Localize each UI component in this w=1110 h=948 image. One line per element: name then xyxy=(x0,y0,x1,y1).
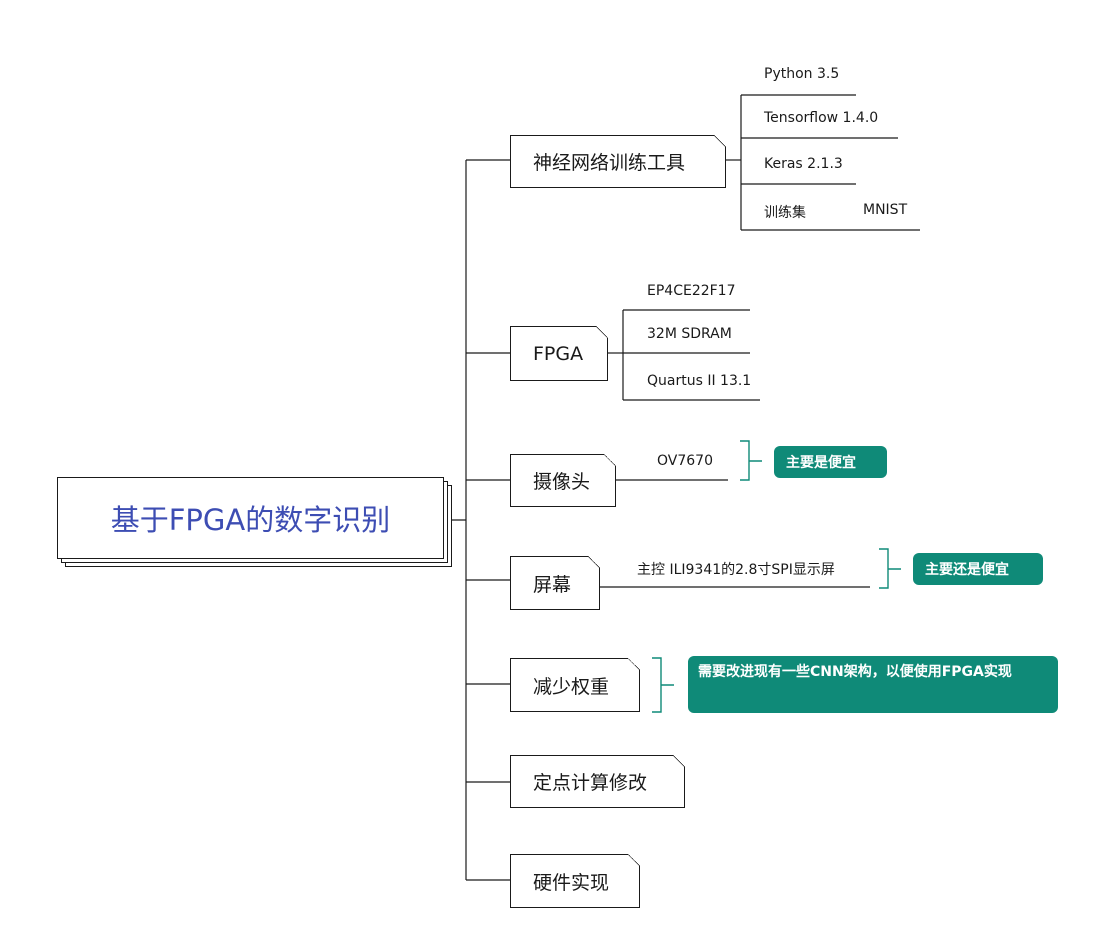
note-screen-text: 主要还是便宜 xyxy=(925,562,1009,578)
branch-node-label: 减少权重 xyxy=(533,675,610,698)
branch-node-fpga[interactable]: FPGA xyxy=(510,326,608,381)
leaf-sdram[interactable]: 32M SDRAM xyxy=(647,326,732,342)
note-camera-text: 主要是便宜 xyxy=(786,455,856,471)
branch-node-screen[interactable]: 屏幕 xyxy=(510,556,600,610)
branch-node-label: 硬件实现 xyxy=(533,871,610,894)
leaf-training-set[interactable]: 训练集 xyxy=(764,205,806,221)
leaf-keras[interactable]: Keras 2.1.3 xyxy=(764,156,843,172)
leaf-ov7670[interactable]: OV7670 xyxy=(657,453,713,469)
branch-node-hardware[interactable]: 硬件实现 xyxy=(510,854,640,908)
leaf-tensorflow[interactable]: Tensorflow 1.4.0 xyxy=(764,110,879,126)
root-node[interactable]: 基于FPGA的数字识别 xyxy=(57,477,444,559)
branch-node-label: FPGA xyxy=(533,342,584,365)
leaf-screen-controller[interactable]: 主控 ILI9341的2.8寸SPI显示屏 xyxy=(637,562,835,578)
note-screen[interactable]: 主要还是便宜 xyxy=(913,553,1043,585)
branch-node-reduce-weights[interactable]: 减少权重 xyxy=(510,658,640,712)
note-camera[interactable]: 主要是便宜 xyxy=(774,446,887,478)
branch-node-label: 神经网络训练工具 xyxy=(533,152,686,174)
root-node-label: 基于FPGA的数字识别 xyxy=(110,503,391,537)
branch-node-label: 屏幕 xyxy=(533,573,572,596)
note-reduce-weights-text: 需要改进现有一些CNN架构，以便使用FPGA实现 xyxy=(698,664,1012,680)
note-reduce-weights[interactable]: 需要改进现有一些CNN架构，以便使用FPGA实现 xyxy=(688,656,1058,713)
branch-node-camera[interactable]: 摄像头 xyxy=(510,454,616,507)
leaf-mnist[interactable]: MNIST xyxy=(863,202,908,218)
branch-node-label: 定点计算修改 xyxy=(533,772,648,794)
leaf-python[interactable]: Python 3.5 xyxy=(764,66,840,82)
branch-node-nn-tools[interactable]: 神经网络训练工具 xyxy=(510,135,726,188)
leaf-ep4ce22f17[interactable]: EP4CE22F17 xyxy=(647,283,736,299)
branch-node-label: 摄像头 xyxy=(533,471,591,493)
branch-node-fixed-point[interactable]: 定点计算修改 xyxy=(510,755,685,808)
leaf-quartus[interactable]: Quartus II 13.1 xyxy=(647,373,752,389)
